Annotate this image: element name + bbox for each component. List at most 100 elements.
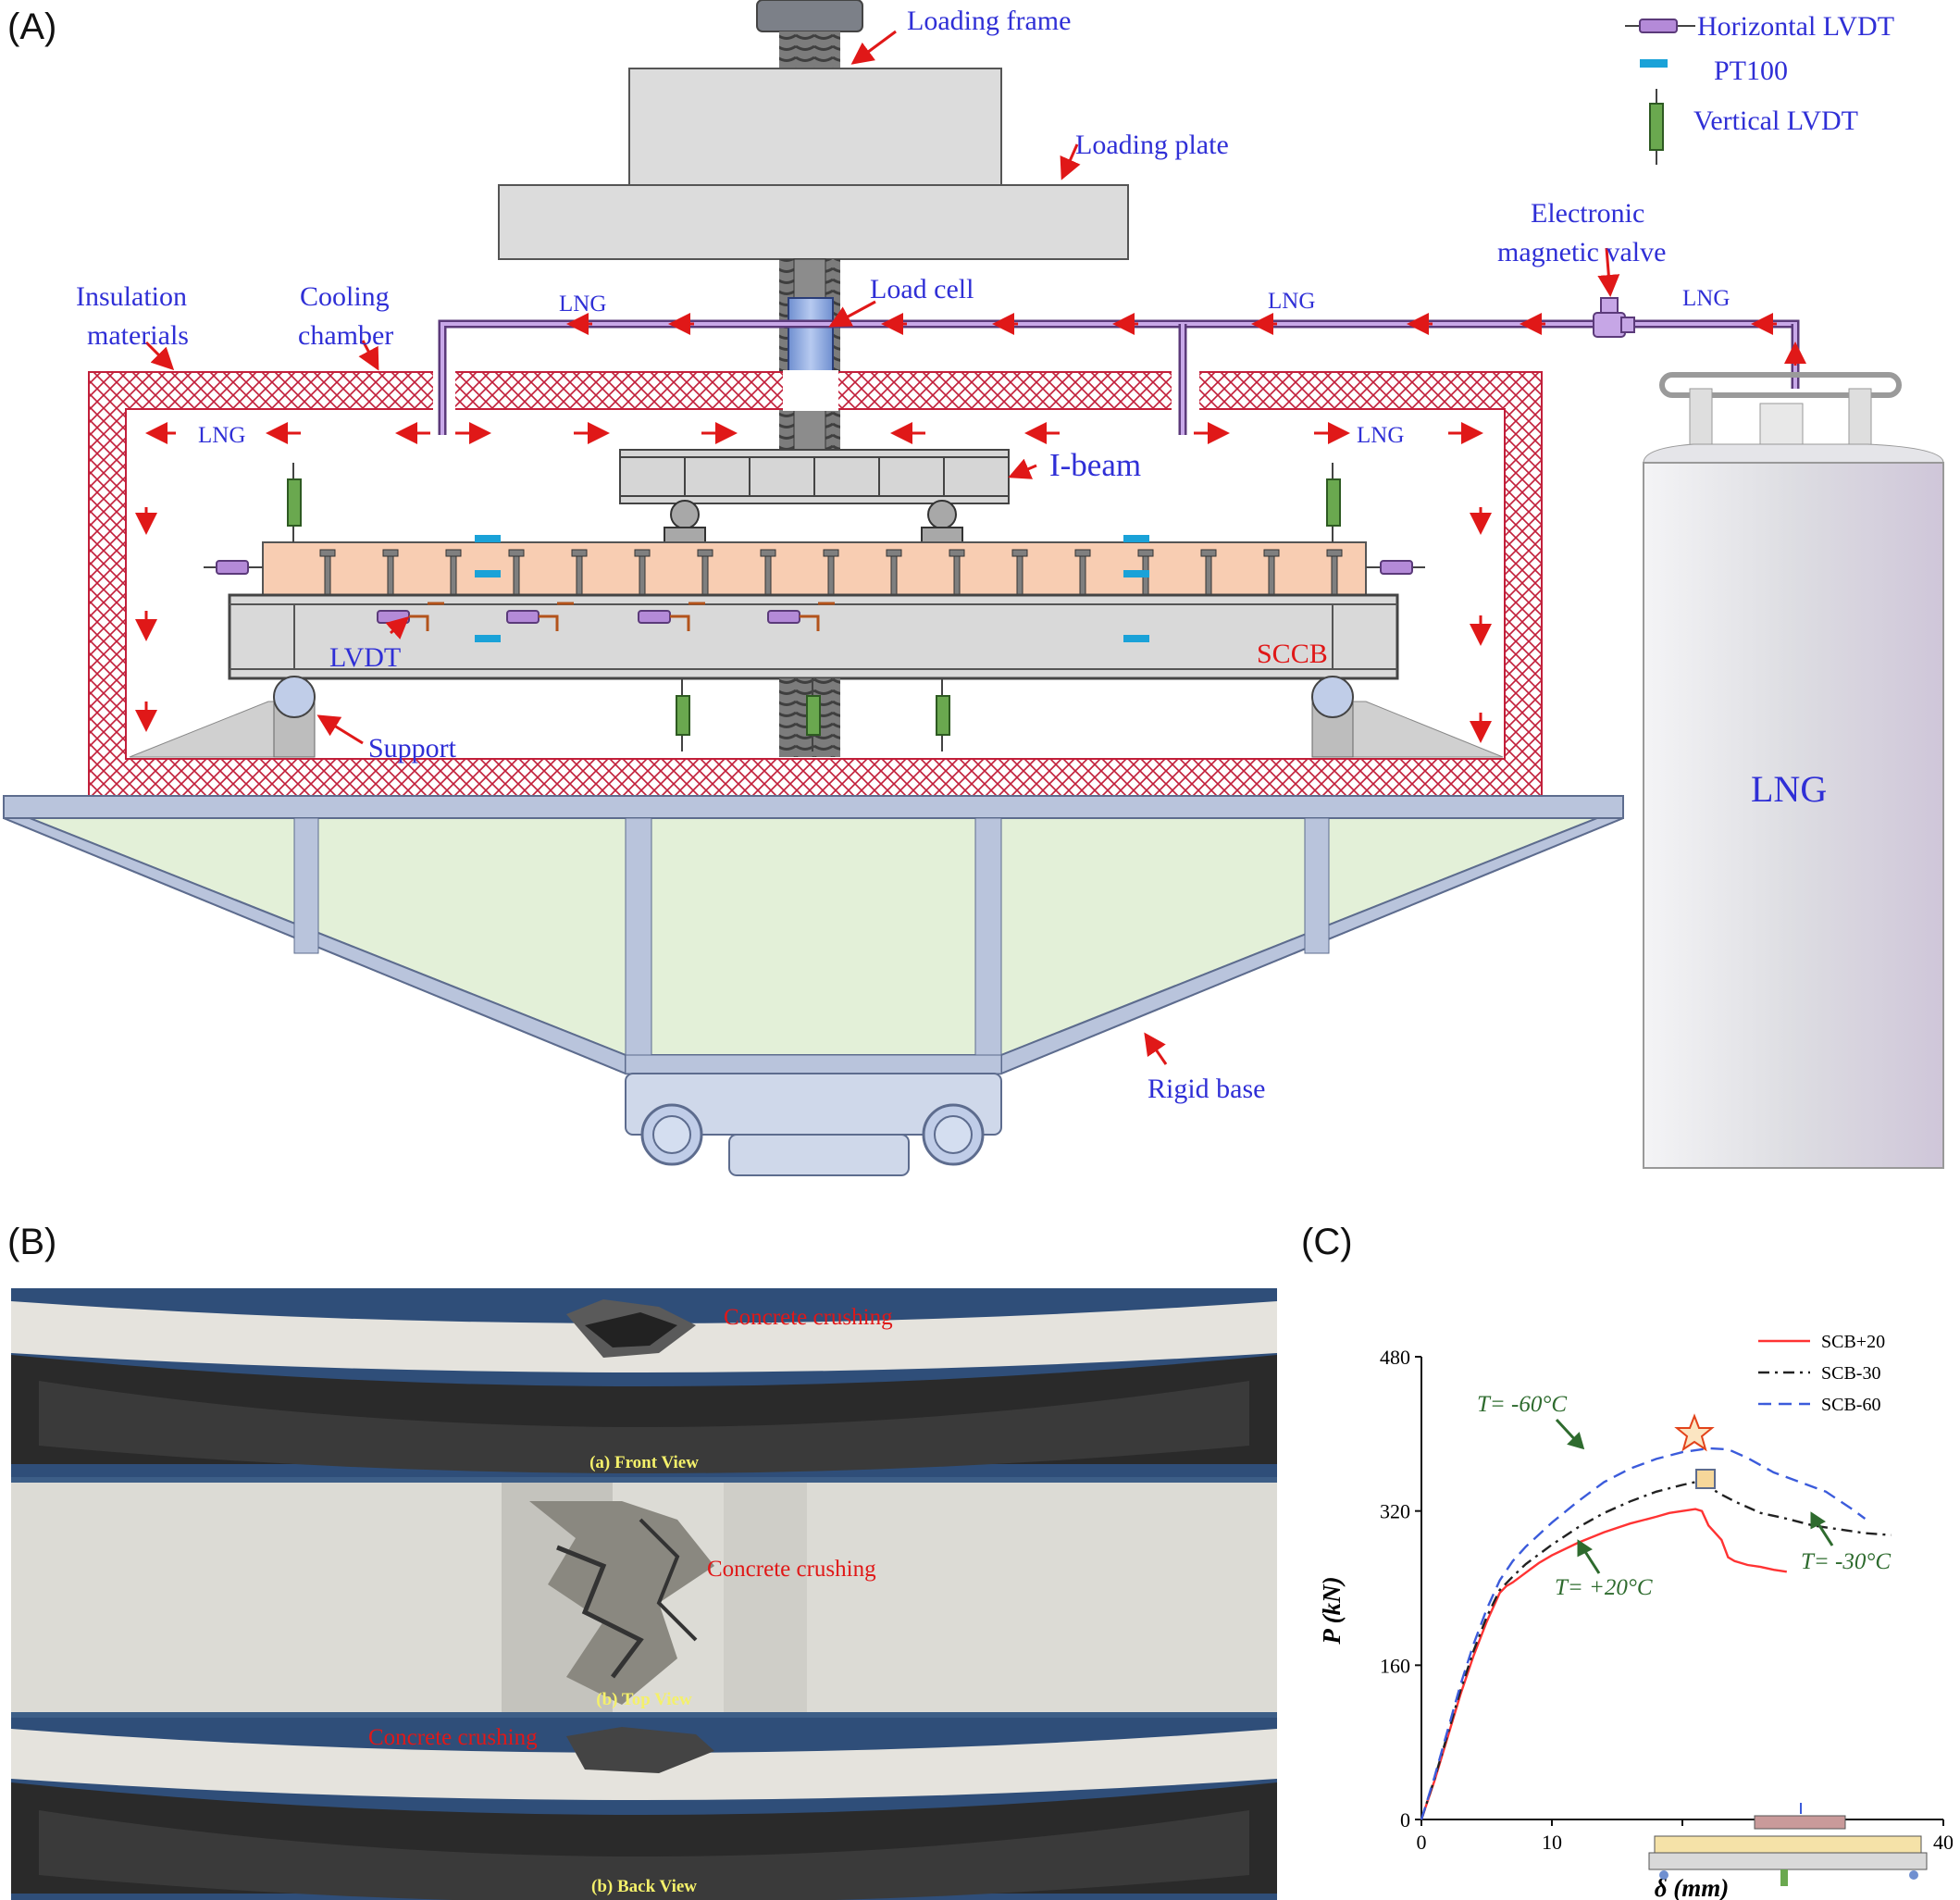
chamber-flow-arrows (135, 422, 1492, 743)
inset-beam-icon (1648, 1803, 1928, 1886)
photo-front-view-caption: (a) Front View (589, 1453, 699, 1472)
shear-stud (764, 554, 772, 598)
loading-frame-cap (756, 0, 863, 32)
shear-stud-head (949, 549, 965, 557)
lng-tank (1643, 372, 1944, 1169)
vertical-lvdts (287, 463, 1341, 751)
photo-back-view-note: Concrete crushing (368, 1725, 538, 1750)
loading-plate-top (628, 68, 1002, 186)
shear-stud-head (1011, 549, 1028, 557)
label-loading-frame: Loading frame (907, 6, 1071, 36)
steel-beam (228, 593, 1399, 680)
pipe-flow-arrows (566, 313, 1806, 366)
label-loading-plate: Loading plate (1075, 130, 1229, 160)
legend-entry: SCB+20 (1821, 1332, 1885, 1352)
legend-entry: SCB-60 (1821, 1395, 1880, 1415)
shear-stud-head (634, 549, 651, 557)
label-lng-pipe-2: LNG (1268, 289, 1315, 314)
shear-stud-head (1074, 549, 1091, 557)
shear-stud-head (697, 549, 713, 557)
shear-stud (701, 554, 709, 598)
chart-axes (1420, 1357, 1943, 1820)
x-tick-label: 0 (1417, 1831, 1427, 1854)
shear-studs (319, 549, 1343, 598)
annot-t-minus60: T= -60°C (1477, 1392, 1567, 1417)
star-marker (1674, 1413, 1715, 1452)
shear-stud (450, 554, 457, 598)
x-tick-label: 40 (1933, 1831, 1953, 1854)
x-tick-label: 10 (1542, 1831, 1562, 1854)
shear-stud (1016, 554, 1023, 598)
shear-stud (576, 554, 583, 598)
label-cooling-line2: chamber (298, 320, 393, 351)
photo-top-view-image (11, 1483, 1277, 1712)
series-line-scb-20 (1420, 1508, 1787, 1820)
label-cooling-line1: Cooling (300, 281, 390, 312)
chart-series (1420, 1447, 1892, 1820)
pt100-sensors (475, 535, 1149, 642)
photo-top-view: Concrete crushing (b) Top View (11, 1483, 1277, 1712)
shear-stud (1205, 554, 1212, 598)
y-tick-label: 480 (1380, 1346, 1410, 1369)
photo-front-view: Concrete crushing (a) Front View (11, 1288, 1277, 1477)
label-valve-line1: Electronic (1531, 198, 1644, 229)
label-lng-pipe-3: LNG (1682, 286, 1730, 311)
y-tick-label: 160 (1380, 1654, 1410, 1677)
lvdt-brackets (409, 602, 835, 631)
shear-stud (1079, 554, 1086, 598)
legend-panel-a: Horizontal LVDT PT100 Vertical LVDT (1625, 11, 1894, 165)
shear-stud-head (1137, 549, 1154, 557)
label-sccb: SCCB (1257, 639, 1328, 669)
support-right (1311, 676, 1504, 758)
label-support: Support (368, 733, 457, 764)
label-lng-chamber-2: LNG (1357, 423, 1404, 448)
y-tick-label: 0 (1400, 1808, 1410, 1832)
shear-stud (890, 554, 898, 598)
shear-stud (953, 554, 961, 598)
series-line-scb-30 (1420, 1481, 1892, 1820)
loading-plate-bottom (498, 184, 1129, 260)
panel-b-photos: Concrete crushing (a) Front View Concret… (11, 1288, 1277, 1900)
legend-pt100: PT100 (1714, 56, 1788, 86)
label-lng-pipe-1: LNG (559, 292, 606, 317)
insulation-gap-center (783, 370, 838, 411)
shear-stud-head (382, 549, 399, 557)
shear-stud-head (445, 549, 462, 557)
shear-stud (639, 554, 646, 598)
panel-a-diagram: (A) (3, 0, 1944, 1176)
label-rigid-base: Rigid base (1147, 1074, 1266, 1104)
shear-stud-head (760, 549, 776, 557)
photo-back-view: Concrete crushing (b) Back View (11, 1718, 1277, 1900)
chart-ticks: 0102030400160320480 (1380, 1346, 1953, 1854)
label-lng-chamber-1: LNG (198, 423, 245, 448)
legend-entry: SCB-30 (1821, 1363, 1880, 1384)
i-beam (619, 449, 1010, 504)
shear-stud (827, 554, 835, 598)
shear-stud (387, 554, 394, 598)
shear-stud-head (1200, 549, 1217, 557)
concrete-slab (262, 541, 1367, 602)
y-axis-label: P (kN) (1318, 1576, 1346, 1645)
electronic-valve (1593, 297, 1635, 338)
photo-top-view-note: Concrete crushing (707, 1557, 876, 1582)
shear-stud-head (823, 549, 839, 557)
label-insulation-line2: materials (87, 320, 189, 351)
photo-top-view-caption: (b) Top View (596, 1690, 692, 1709)
label-pointers (144, 30, 1620, 1065)
legend-horizontal-lvdt: Horizontal LVDT (1697, 11, 1894, 42)
shear-stud-head (319, 549, 336, 557)
label-valve-line2: magnetic valve (1497, 237, 1666, 267)
label-insulation-line1: Insulation (76, 281, 187, 312)
shear-stud (324, 554, 331, 598)
square-marker (1695, 1469, 1716, 1489)
loading-frame-screw (779, 31, 840, 68)
annot-t-plus20: T= +20°C (1555, 1575, 1653, 1600)
legend-vertical-lvdt: Vertical LVDT (1693, 106, 1858, 136)
shear-stud (1331, 554, 1338, 598)
panel-a-label: (A) (7, 6, 56, 47)
shear-stud-head (886, 549, 902, 557)
photo-back-view-image (11, 1718, 1277, 1900)
i-beam-rollers (664, 500, 963, 543)
